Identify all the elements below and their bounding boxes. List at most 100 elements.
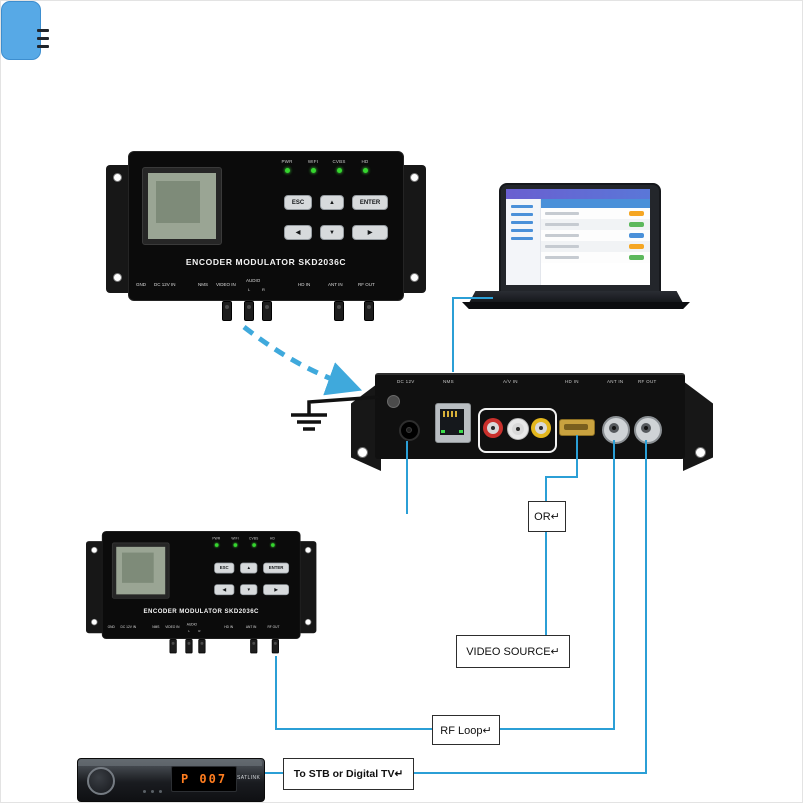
mount-hole [357,447,368,458]
laptop-web-ui [506,189,650,285]
hd-in-port-label: HD IN [298,282,311,287]
web-ui-table-row [541,208,650,219]
mount-hole [410,173,419,182]
power-adapter [1,1,49,60]
adapter-prong [37,29,49,32]
hd-led-label: HD [361,159,369,164]
audio-l-connector [244,301,254,321]
wifi-led-icon [311,168,316,173]
device-model-label: ENCODER MODULATOR SKD2036C [185,257,347,267]
rear-hd-label: HD IN [565,379,579,384]
down-arrow-button: ▼ [320,225,344,240]
cable-antin-to-rfloop [497,440,615,730]
mount-hole [695,447,706,458]
web-ui-table-row [541,252,650,263]
up-arrow-button: ▲ [240,562,258,574]
esc-button: ESC [284,195,312,210]
lcd-display-area [122,552,154,583]
web-ui-nav-item [511,213,533,216]
rf-out-connector [364,301,374,321]
stb-knob-icon [87,767,115,795]
to-stb-label-box: To STB or Digital TV↵ [283,758,414,790]
adapter-prong [37,45,49,48]
rca-video-red-jack [483,418,503,438]
rear-rf-label: RF OUT [638,379,657,384]
hd-led-icon [271,543,275,547]
enter-button: ENTER [263,562,290,574]
wifi-led-label: WIFI [231,536,239,541]
rca-video-yellow-jack [531,418,551,438]
dc-power-jack [399,420,420,441]
left-arrow-button: ◀ [214,584,235,596]
video-in-connector [169,639,177,654]
gnd-port-label: GND [107,625,115,629]
rf-loop-label-box: RF Loop↵ [432,715,500,745]
cvbs-led-icon [252,543,256,547]
web-ui-table-row [541,219,650,230]
ant-in-port-label: ANT IN [245,625,257,629]
stb-top-highlight [78,759,262,766]
mount-hole [113,273,122,282]
audio-l-label: L [248,287,251,292]
video-in-port-label: VIDEO IN [216,282,236,287]
nms-port-label: NMS [198,282,208,287]
gnd-port-label: GND [136,282,146,287]
down-arrow-button: ▼ [240,584,258,596]
audio-r-connector [198,639,206,654]
laptop-base-edge [462,302,690,309]
web-ui-sidebar [506,199,541,285]
nms-port-label: NMS [152,625,160,629]
video-in-connector [222,301,232,321]
audio-r-connector [262,301,272,321]
hdmi-port [559,419,595,436]
device-model-label: ENCODER MODULATOR SKD2036C [143,607,259,615]
lcd-display-area [156,181,200,223]
rear-nms-label: NMS [443,379,454,384]
audio-port-label: AUDIO [186,622,198,627]
rear-dc-label: DC 12V [397,379,415,384]
laptop-keyboard-base [469,291,683,303]
rf-out-port-label: RF OUT [358,282,375,287]
stb-button-dot [143,790,146,793]
enter-button: ENTER [352,195,388,210]
stb-button-dot [159,790,162,793]
audio-port-label: AUDIO [246,278,261,283]
cvbs-led-icon [337,168,342,173]
web-ui-table-header [541,199,650,208]
audio-r-label: R [262,287,265,292]
encoder-modulator-front-top: PWR WIFI CVBS HD ESC ▲ ENTER ◀ ▼ ▶ ENCOD… [106,151,426,327]
pwr-led-icon [285,168,290,173]
or-label-box: OR↵ [528,501,566,532]
stb-channel-display: P 007 [171,766,237,792]
web-ui-titlebar [506,189,650,199]
cvbs-led-label: CVBS [332,159,346,164]
rf-out-port-label: RF OUT [267,625,280,629]
dashed-arrow [242,325,363,396]
up-arrow-button: ▲ [320,195,344,210]
cvbs-led-label: CVBS [249,536,259,541]
rj45-nms-port [435,403,471,443]
audio-r-label: R [198,628,201,633]
video-in-port-label: VIDEO IN [165,625,180,629]
stb-brand-label: SATLINK [237,775,261,781]
rear-av-label: A/V IN [503,379,518,384]
audio-l-label: L [188,628,190,633]
rca-audio-white-jack [507,418,529,440]
adapter-prong [37,37,49,40]
dc-port-label: DC 12V IN [120,625,137,629]
web-ui-table-row [541,241,650,252]
mount-hole [304,546,312,554]
ant-in-connector [250,639,258,654]
web-ui-nav-item [511,205,533,208]
mount-hole [410,273,419,282]
encoder-modulator-front-bottom: PWR WIFI CVBS HD ESC ▲ ENTER ◀ ▼ ▶ ENCOD… [86,531,317,658]
web-ui-table-row [541,230,650,241]
cable-nms-to-laptop [452,297,493,372]
hd-in-port-label: HD IN [224,625,234,629]
pwr-led-icon [214,543,219,547]
dc-port-label: DC 12V IN [154,282,176,287]
mount-hole [91,618,98,626]
screw-icon [387,395,400,408]
wifi-led-icon [233,543,238,547]
